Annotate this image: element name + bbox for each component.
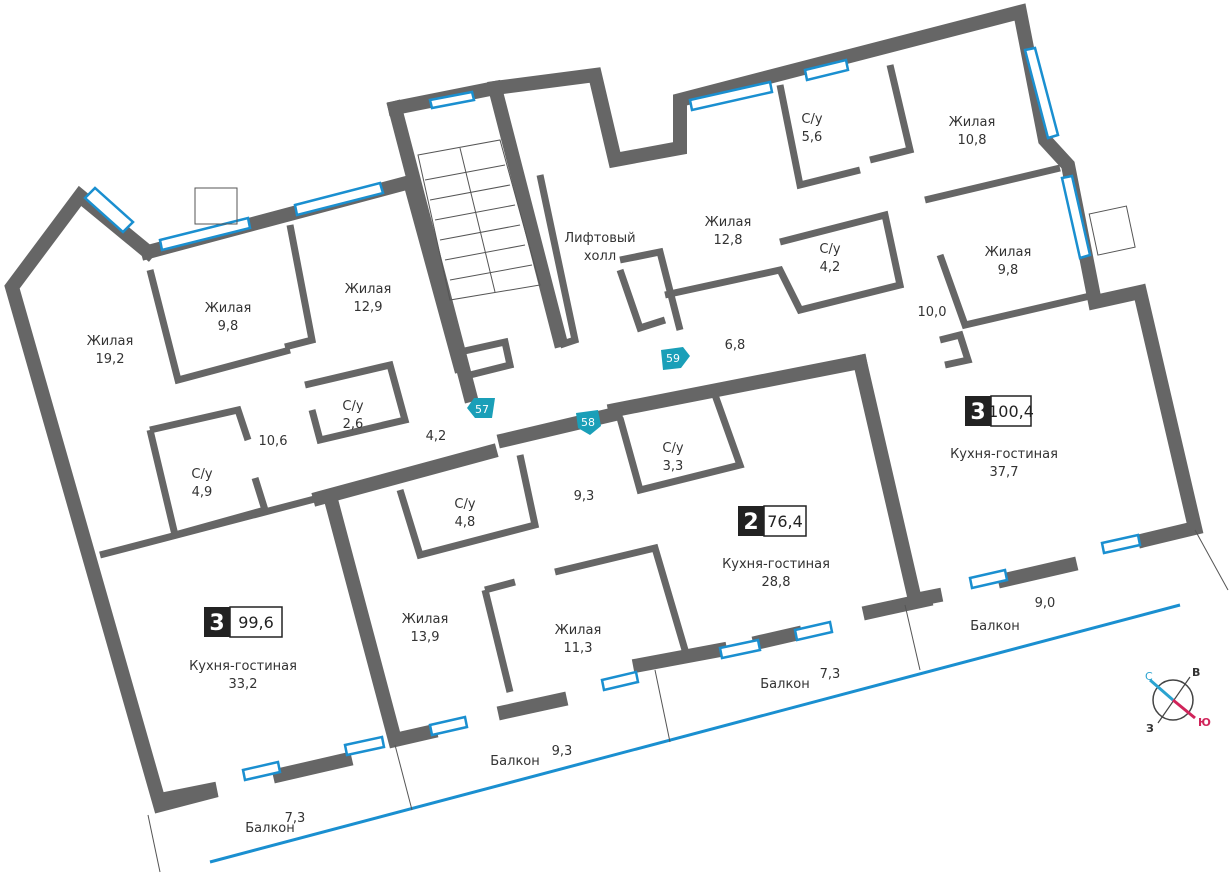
- room-area: 10,8: [958, 133, 987, 148]
- apartment-marker-59[interactable]: 59: [661, 347, 690, 370]
- room-area: 6,8: [725, 338, 746, 353]
- room-area: 7,3: [820, 667, 841, 682]
- room-label: Жилая: [205, 301, 252, 316]
- apartment-area: 99,6: [238, 613, 274, 632]
- room-area: 9,3: [574, 489, 595, 504]
- room-label: С/у: [191, 467, 212, 482]
- room-area: 5,6: [802, 130, 823, 145]
- room-area: 4,2: [426, 429, 447, 444]
- room-label: Жилая: [949, 115, 996, 130]
- inner-walls: [99, 64, 1091, 693]
- room-label: Кухня-гостиная: [189, 659, 297, 674]
- apartment-left: Жилая 19,2 Жилая 9,8 Жилая 12,9 С/у 2,6 …: [87, 282, 447, 836]
- room-area: 28,8: [762, 575, 791, 590]
- room-label: Балкон: [970, 619, 1020, 634]
- room-label: Балкон: [245, 821, 295, 836]
- apartment-area: 100,4: [988, 402, 1034, 421]
- room-label: Жилая: [402, 612, 449, 627]
- apartment-area: 76,4: [767, 512, 803, 531]
- room-label: С/у: [662, 441, 683, 456]
- room-area: 33,2: [229, 677, 258, 692]
- staircase: [417, 139, 541, 301]
- windows: [83, 46, 1142, 782]
- apartment-marker-58[interactable]: 58: [576, 410, 601, 435]
- room-area: 10,0: [918, 305, 947, 320]
- room-area: 4,9: [192, 485, 213, 500]
- compass-south: Ю: [1198, 716, 1211, 729]
- svg-text:58: 58: [581, 416, 595, 429]
- room-label: С/у: [342, 399, 363, 414]
- compass-east: В: [1192, 666, 1200, 679]
- room-label: Жилая: [705, 215, 752, 230]
- lift-hall-label: холл: [584, 249, 616, 264]
- room-area: 4,2: [820, 260, 841, 275]
- room-label: С/у: [819, 242, 840, 257]
- room-area: 7,3: [285, 811, 306, 826]
- compass-north: С: [1145, 670, 1153, 683]
- room-count: 3: [970, 400, 985, 425]
- apartment-badge: 3 100,4: [965, 395, 1034, 427]
- compass-west: З: [1146, 722, 1154, 735]
- room-label: Жилая: [345, 282, 392, 297]
- room-area: 3,3: [663, 459, 684, 474]
- room-area: 2,6: [343, 417, 364, 432]
- lift-hall-label: Лифтовый: [564, 231, 635, 246]
- room-area: 9,3: [552, 744, 573, 759]
- svg-text:59: 59: [666, 352, 680, 365]
- room-label: Жилая: [87, 334, 134, 349]
- apartment-middle: С/у 4,8 9,3 С/у 3,3 Жилая 13,9 Жилая 11,…: [402, 441, 841, 769]
- room-label: Жилая: [555, 623, 602, 638]
- room-count: 3: [209, 611, 224, 636]
- room-area: 11,3: [564, 641, 593, 656]
- room-label: Кухня-гостиная: [722, 557, 830, 572]
- room-label: Кухня-гостиная: [950, 447, 1058, 462]
- room-area: 12,8: [714, 233, 743, 248]
- room-area: 12,9: [354, 300, 383, 315]
- room-area: 4,8: [455, 515, 476, 530]
- svg-text:57: 57: [475, 403, 489, 416]
- apartment-marker-57[interactable]: 57: [467, 398, 495, 418]
- walls: [4, 3, 1204, 814]
- room-area: 37,7: [990, 465, 1019, 480]
- room-area: 19,2: [96, 352, 125, 367]
- room-label: Балкон: [760, 677, 810, 692]
- apartment-badge: 3 99,6: [204, 606, 283, 638]
- room-area: 9,0: [1035, 596, 1056, 611]
- room-area: 10,6: [259, 434, 288, 449]
- room-label: С/у: [454, 497, 475, 512]
- room-label: Жилая: [985, 245, 1032, 260]
- balconies: [147, 529, 1229, 873]
- apartment-right: Лифтовый холл Жилая 12,8 С/у 5,6 Жилая 1…: [564, 112, 1058, 634]
- room-area: 13,9: [411, 630, 440, 645]
- apartment-badge: 2 76,4: [738, 505, 807, 537]
- room-area: 9,8: [218, 319, 239, 334]
- room-label: Балкон: [490, 754, 540, 769]
- room-count: 2: [743, 510, 758, 535]
- room-label: С/у: [801, 112, 822, 127]
- compass-icon: С В З Ю: [1145, 666, 1211, 735]
- room-area: 9,8: [998, 263, 1019, 278]
